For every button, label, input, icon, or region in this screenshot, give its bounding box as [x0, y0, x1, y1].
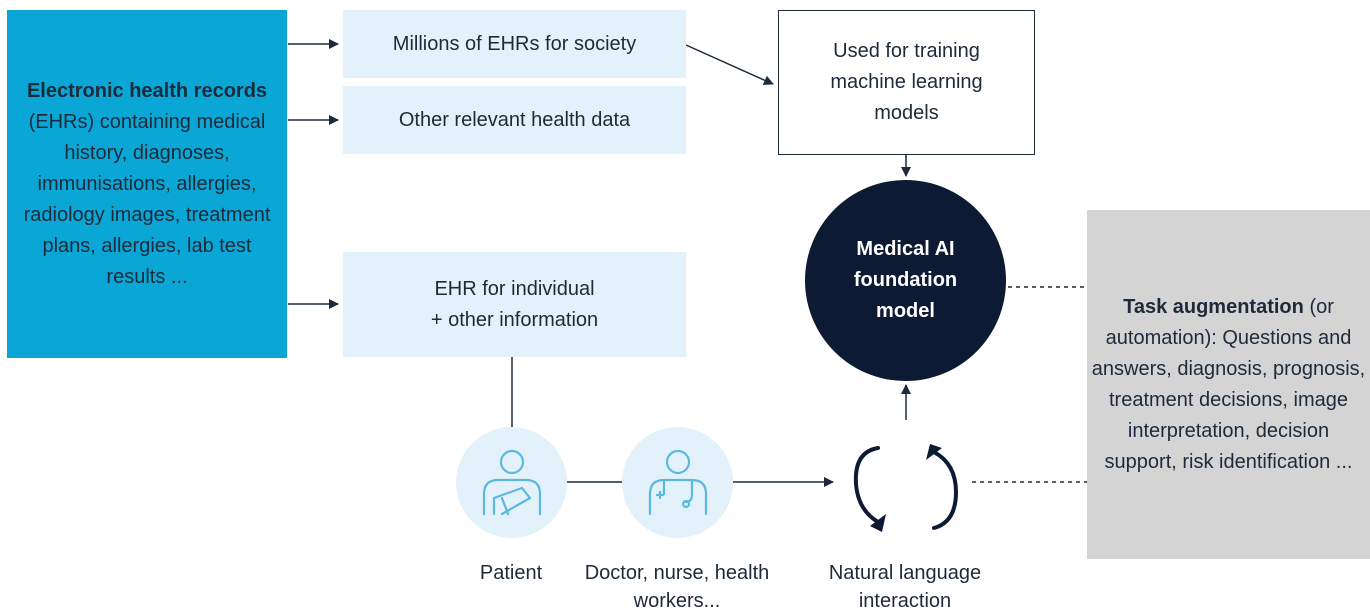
task-title: Task augmentation [1123, 295, 1304, 318]
training-box: Used for training machine learning model… [778, 10, 1035, 155]
doctor-icon [648, 449, 707, 515]
cycle-arrows-icon [853, 444, 959, 532]
ehr-body: containing medical history, diagnoses, i… [23, 110, 271, 288]
ehr-box: Electronic health records (EHRs) contain… [7, 10, 287, 358]
patient-icon [482, 449, 541, 515]
millions-ehrs-box: Millions of EHRs for society [343, 10, 686, 78]
ehr-title: Electronic health records [26, 79, 268, 102]
natural-language-label: Natural language interaction [828, 562, 982, 612]
other-health-data-text: Other relevant health data [398, 108, 631, 131]
patient-circle [456, 427, 567, 538]
individual-line-2: + other information [430, 308, 599, 331]
doctor-label: Doctor, nurse, health workers... [584, 562, 770, 612]
ehr-abbrev: (EHRs) [28, 110, 95, 133]
patient-label: Patient [479, 562, 543, 584]
task-body: (or automation): Questions and answers, … [1091, 295, 1366, 473]
individual-ehr-box: EHR for individual + other information [343, 252, 686, 357]
task-augmentation-box: Task augmentation (or automation): Quest… [1087, 210, 1370, 559]
arrow-millions-to-training [685, 44, 774, 85]
medical-ai-model-circle: Medical AI foundation model [805, 180, 1006, 381]
doctor-circle [622, 427, 733, 538]
training-text: Used for training machine learning model… [830, 40, 983, 124]
medical-ai-model-text: Medical AI foundation model [853, 238, 958, 322]
other-health-data-box: Other relevant health data [343, 86, 686, 154]
millions-ehrs-text: Millions of EHRs for society [392, 32, 637, 55]
individual-line-1: EHR for individual [434, 277, 595, 300]
